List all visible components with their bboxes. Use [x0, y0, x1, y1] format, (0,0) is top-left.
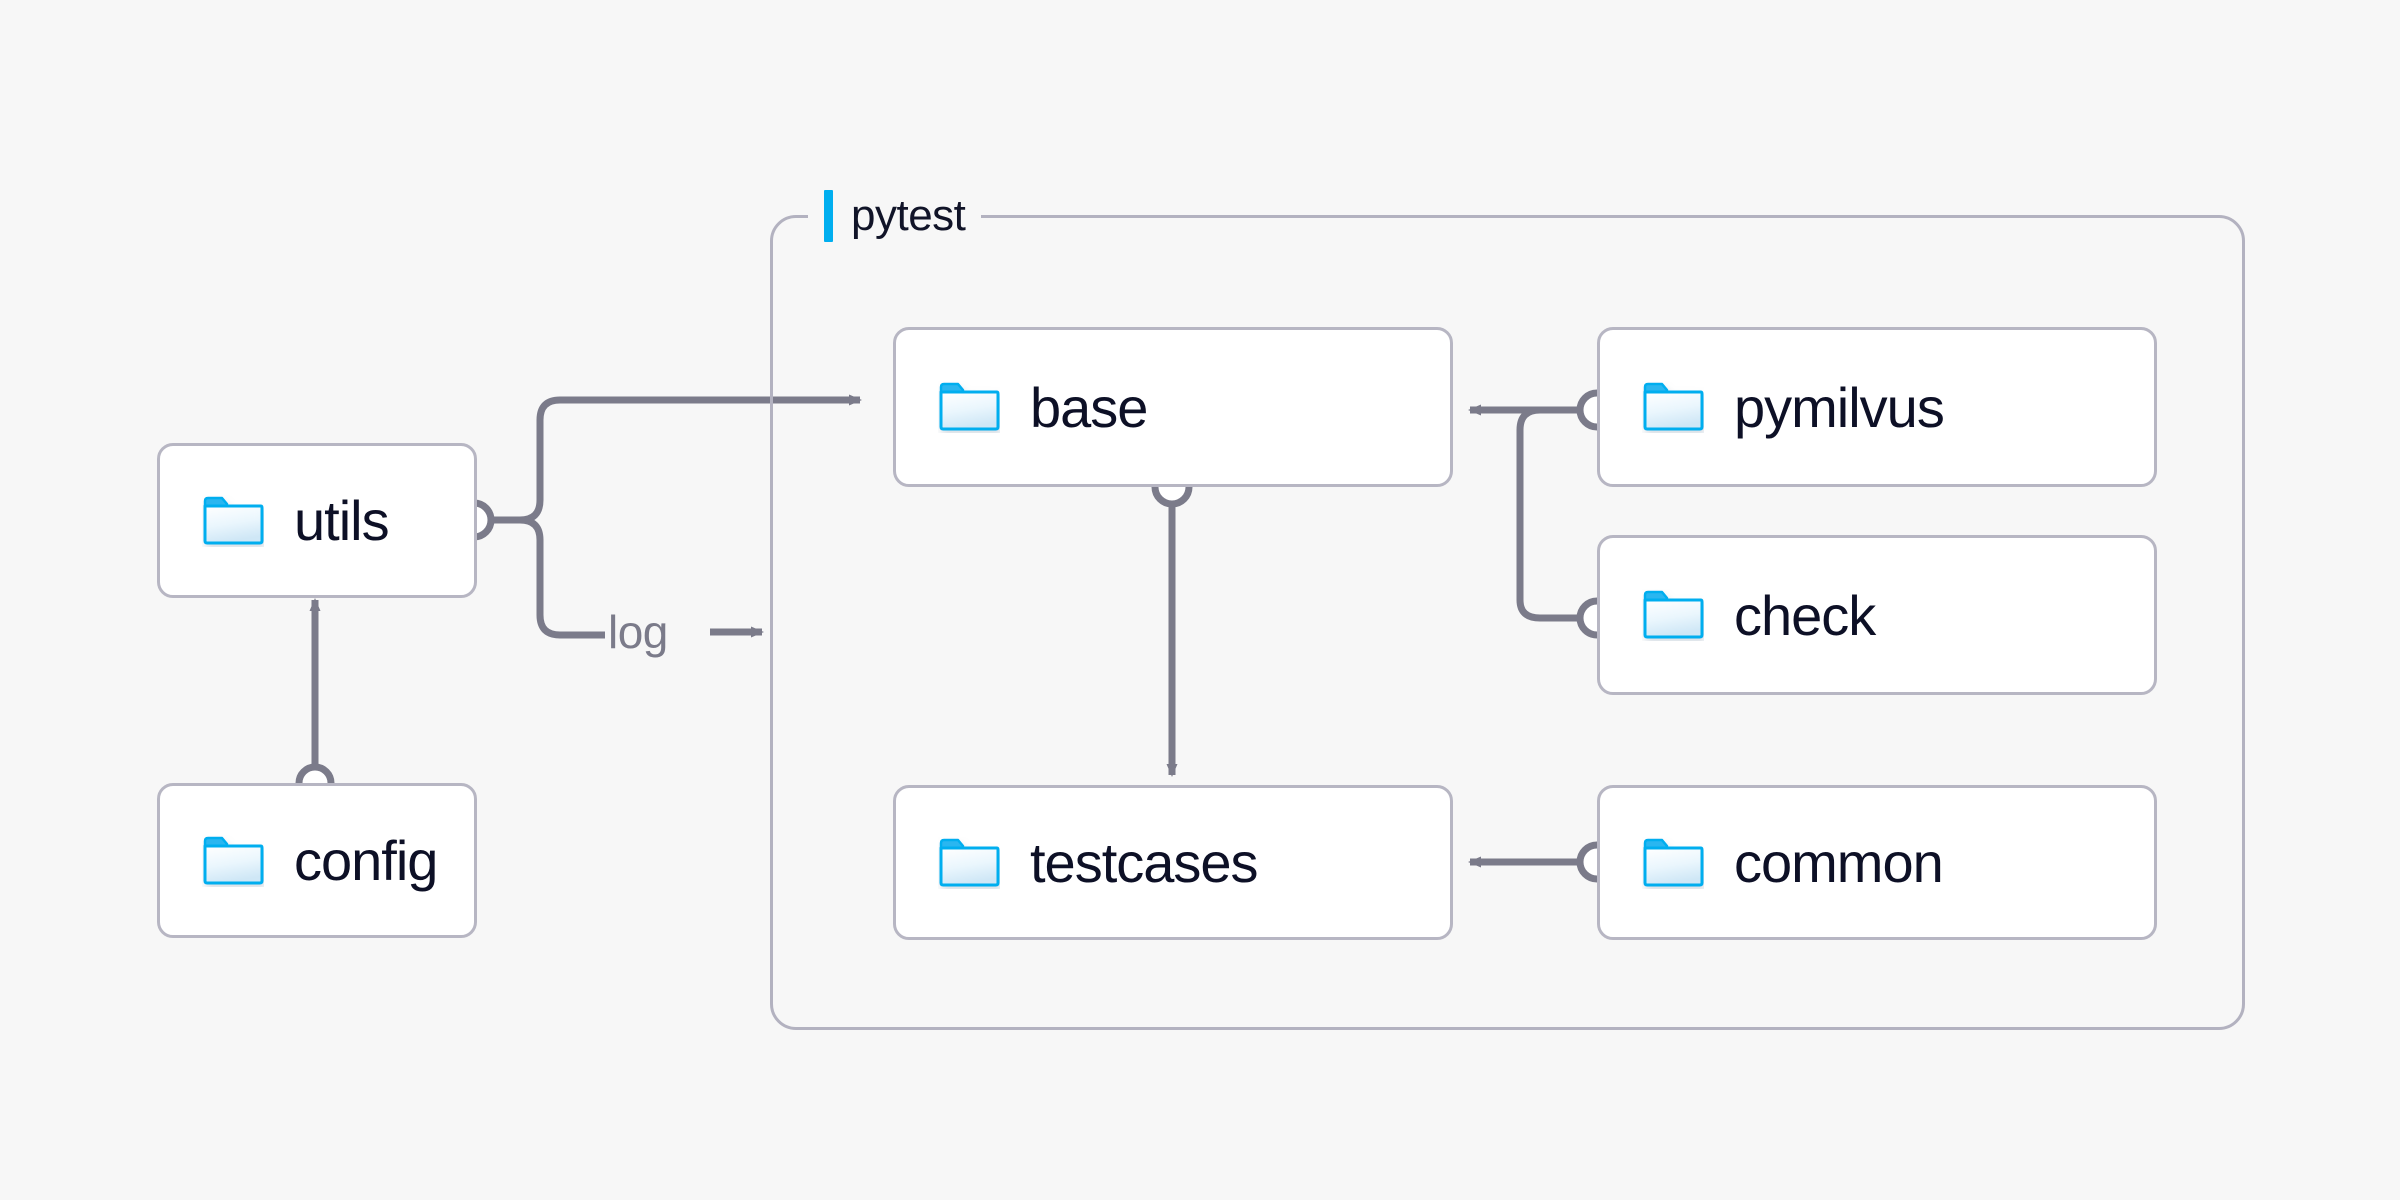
node-label-testcases: testcases [1030, 831, 1259, 894]
node-check[interactable]: check [1597, 535, 2157, 695]
folder-icon [939, 838, 1000, 886]
node-config[interactable]: config [157, 783, 477, 938]
accent-bar-icon [824, 190, 833, 242]
node-label-utils: utils [294, 489, 390, 552]
folder-icon [203, 836, 264, 884]
folder-icon [939, 382, 1000, 431]
group-title-text: pytest [851, 191, 966, 240]
folder-icon [1643, 382, 1704, 431]
folder-icon [1643, 838, 1704, 886]
node-label-pymilvus: pymilvus [1734, 375, 1945, 439]
node-base[interactable]: base [893, 327, 1453, 487]
pytest-group-label: pytest [808, 188, 982, 244]
node-testcases[interactable]: testcases [893, 785, 1453, 940]
node-utils[interactable]: utils [157, 443, 477, 598]
pytest-group-container [770, 215, 2245, 1030]
folder-icon [1643, 590, 1704, 639]
edge-config-utils [295, 598, 335, 803]
edge-label-log: log [608, 606, 668, 658]
node-pymilvus[interactable]: pymilvus [1597, 327, 2157, 487]
node-label-common: common [1734, 831, 1944, 894]
node-common[interactable]: common [1597, 785, 2157, 940]
node-label-check: check [1734, 583, 1876, 647]
node-label-base: base [1030, 375, 1148, 439]
node-label-config: config [294, 829, 438, 892]
folder-icon [203, 496, 264, 544]
